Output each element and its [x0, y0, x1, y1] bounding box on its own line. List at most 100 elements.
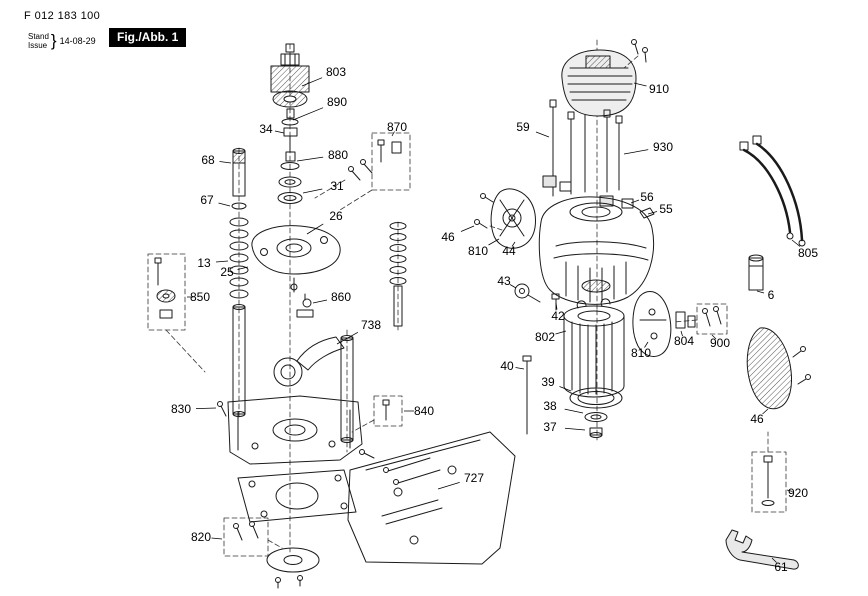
- leader-line-880: [296, 156, 324, 162]
- callout-label-910: 910: [649, 82, 669, 96]
- callout-label-43: 43: [497, 274, 511, 288]
- callout-label-804: 804: [674, 334, 694, 348]
- part-910-motor-cap: [561, 39, 648, 117]
- leader-line-6: [756, 290, 765, 294]
- part-6-column: [748, 254, 764, 291]
- leader-line-38: [564, 408, 584, 414]
- leader-line-900: [711, 334, 717, 340]
- part-46-left-screws: [474, 193, 503, 231]
- leader-line-820: [211, 537, 223, 540]
- bottom-round-plate: [266, 547, 320, 589]
- leader-line-810: [488, 238, 500, 246]
- callout-label-61: 61: [774, 560, 788, 574]
- leader-line-870: [391, 131, 395, 137]
- leader-line-34: [274, 130, 285, 134]
- callout-label-738: 738: [361, 318, 381, 332]
- leader-line-860: [312, 299, 328, 304]
- leader-line-890: [292, 107, 324, 121]
- callout-label-880: 880: [328, 148, 348, 162]
- callout-label-810: 810: [468, 244, 488, 258]
- leader-line-920: [786, 489, 793, 492]
- part-68-column: [232, 148, 246, 197]
- leader-line-26: [306, 223, 324, 235]
- part-727-template-plate: [347, 431, 516, 565]
- part-890-spring-washer: [281, 108, 299, 126]
- callout-label-39: 39: [541, 375, 555, 389]
- part-803-armature: [270, 43, 310, 108]
- callout-label-6: 6: [768, 288, 775, 302]
- part-820-screw-pack: [223, 517, 283, 557]
- leader-line-42: [555, 302, 558, 310]
- part-860-clamp-parts: [296, 293, 314, 318]
- callout-label-13: 13: [197, 256, 211, 270]
- leader-line-31: [302, 188, 323, 194]
- part-67-ring: [231, 202, 247, 210]
- part-880-washer: [280, 151, 300, 170]
- leader-line-67: [218, 202, 231, 207]
- callout-label-26: 26: [329, 209, 343, 223]
- part-920-screw-pack: [751, 431, 787, 513]
- part-804-bracket: [675, 311, 696, 329]
- part-61-wrench: [725, 529, 799, 570]
- callout-label-25: 25: [220, 265, 234, 279]
- part-55-brush-cap: [639, 207, 655, 219]
- leader-line-59: [535, 131, 550, 138]
- issue-date: 14-08-29: [59, 36, 96, 46]
- right-spring-and-post: [340, 222, 407, 443]
- callout-label-42: 42: [551, 309, 565, 323]
- leader-line-46: [762, 408, 769, 415]
- leader-line-68: [219, 161, 232, 164]
- callout-label-55: 55: [659, 202, 673, 216]
- callout-label-59: 59: [516, 120, 530, 134]
- leader-line-804: [680, 330, 683, 337]
- part-38-ring: [584, 412, 608, 422]
- leader-line-830: [195, 407, 217, 409]
- brace-glyph: }: [50, 31, 57, 50]
- stand-label: Stand: [28, 32, 49, 41]
- part-738-handle-arm: [273, 336, 345, 387]
- callout-label-810: 810: [631, 346, 651, 360]
- callout-label-46: 46: [750, 412, 764, 426]
- part-850-service-pack: [147, 253, 206, 373]
- callout-label-860: 860: [331, 290, 351, 304]
- callout-label-46: 46: [441, 230, 455, 244]
- callout-label-38: 38: [543, 399, 557, 413]
- part-805-cable: [739, 135, 806, 247]
- sub-base-plate: [237, 469, 357, 523]
- callout-label-31: 31: [330, 179, 344, 193]
- callout-label-67: 67: [200, 193, 214, 207]
- leader-line-44: [511, 241, 516, 247]
- figure-badge: Fig./Abb. 1: [109, 28, 187, 47]
- issue-label: Issue: [28, 41, 48, 50]
- part-37-nut: [589, 427, 603, 438]
- motor-housing: [538, 196, 655, 305]
- callout-label-820: 820: [191, 530, 211, 544]
- callout-label-930: 930: [653, 140, 673, 154]
- leader-line-40: [515, 367, 525, 370]
- part-34-nut: [283, 127, 298, 153]
- part-39-ring: [569, 387, 623, 409]
- part-56-brush: [621, 198, 634, 209]
- callout-label-900: 900: [710, 336, 730, 350]
- leader-line-56: [630, 199, 640, 204]
- callout-label-802: 802: [535, 330, 555, 344]
- callout-label-920: 920: [788, 486, 808, 500]
- callout-label-840: 840: [414, 404, 434, 418]
- leader-line-43: [509, 284, 517, 289]
- brush-holders: [542, 175, 614, 207]
- part-31-screws: [314, 159, 373, 199]
- part-46-right-grip: [746, 327, 811, 410]
- callout-label-56: 56: [640, 190, 654, 204]
- part-810-right-cover: [632, 291, 672, 357]
- leader-line-61: [771, 557, 777, 563]
- leader-line-13: [215, 260, 229, 263]
- leader-line-803: [301, 77, 323, 87]
- callout-label-830: 830: [171, 402, 191, 416]
- leader-line-810: [644, 341, 649, 348]
- leader-line-910: [633, 82, 647, 87]
- stand-issue-block: Stand Issue } 14-08-29: [28, 31, 96, 51]
- leader-line-55: [647, 211, 658, 215]
